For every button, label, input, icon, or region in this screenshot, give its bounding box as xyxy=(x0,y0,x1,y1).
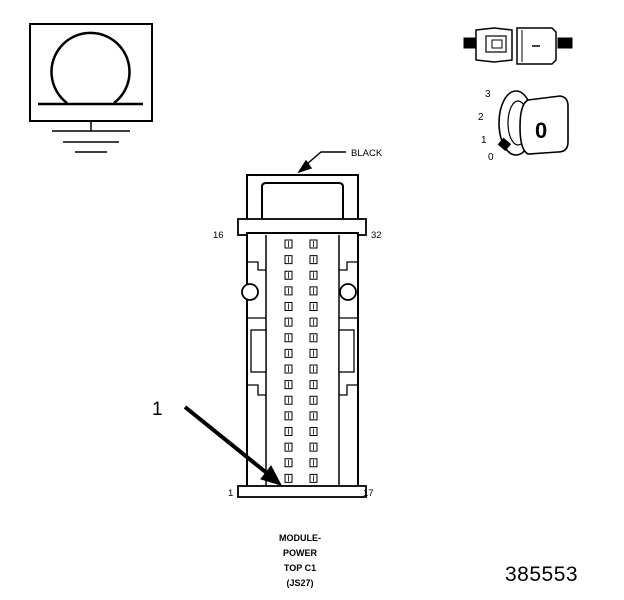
wire-leader xyxy=(297,151,346,174)
caption-line: (JS27) xyxy=(286,578,314,588)
caption-line: POWER xyxy=(282,548,317,558)
connector-body xyxy=(237,174,367,498)
caption-line: MODULE- xyxy=(279,533,321,543)
pin-cavities xyxy=(284,239,318,483)
ground-symbol-icon xyxy=(29,23,153,153)
pin-label-32: 32 xyxy=(371,230,382,241)
pin-label-1: 1 xyxy=(228,488,233,499)
callout-arrow xyxy=(183,405,282,486)
key-position-label: 2 xyxy=(478,112,484,123)
key-position-label: 3 xyxy=(485,89,491,100)
figure-number: 385553 xyxy=(505,563,579,586)
ignition-key-icon xyxy=(497,90,569,156)
caption-line: TOP C1 xyxy=(283,563,317,573)
key-position-label: 1 xyxy=(481,135,487,146)
connector-caption: MODULE- POWER TOP C1 (JS27) xyxy=(240,531,360,591)
pin-label-17: 17 xyxy=(363,488,374,499)
key-position-label: 0 xyxy=(488,152,494,163)
wire-color-label: BLACK xyxy=(351,148,383,159)
callout-number: 1 xyxy=(152,399,163,420)
pin-label-16: 16 xyxy=(213,230,224,241)
key-symbol: 0 xyxy=(535,118,547,143)
connector-plug-icon xyxy=(463,27,573,65)
